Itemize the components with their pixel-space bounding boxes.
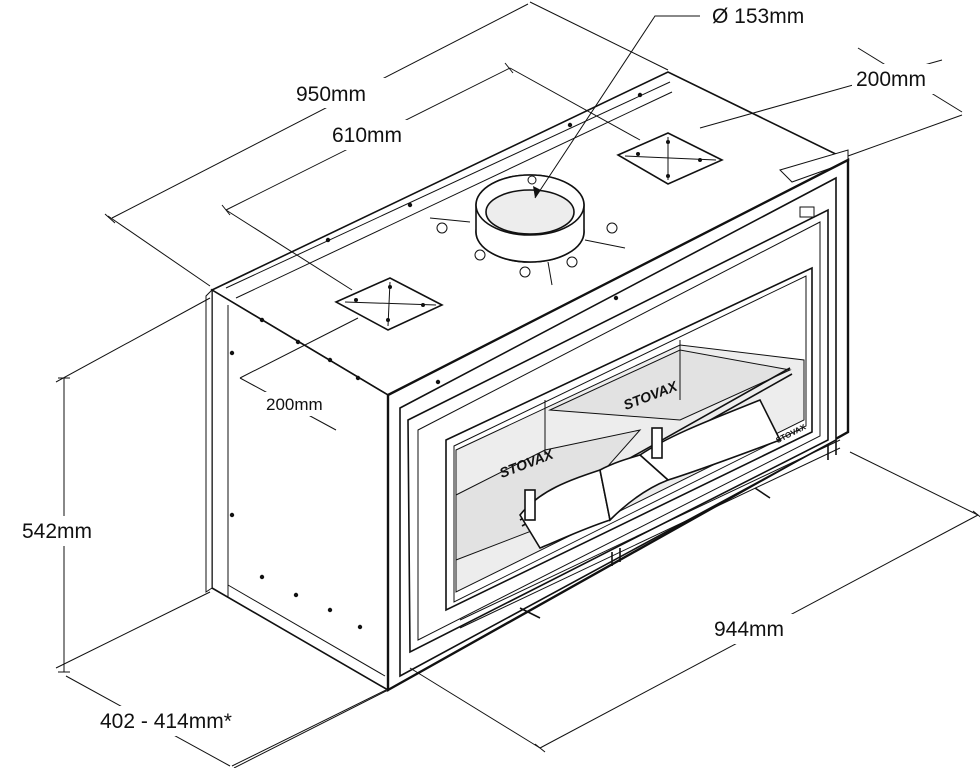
label-height: 542mm [22,520,92,543]
label-overall-width: 950mm [296,83,366,106]
label-top-right-offset: 200mm [856,68,926,91]
label-flue-diameter: Ø 153mm [712,5,804,28]
label-front-width: 944mm [714,618,784,641]
flue-collar [429,174,626,286]
dimension-lines [55,1,980,769]
mounting-plate-left [334,277,444,331]
label-bracket-spacing: 610mm [332,124,402,147]
edge-screws [229,92,643,630]
mounting-plate-right [616,132,724,185]
log-grate [519,367,793,549]
label-depth: 402 - 414mm* [100,710,232,733]
dimension-labels: Ø 153mm 950mm 610mm 200mm 200mm 542mm 40… [18,2,976,736]
label-side-offset: 200mm [266,395,323,414]
stove-body [205,71,850,693]
